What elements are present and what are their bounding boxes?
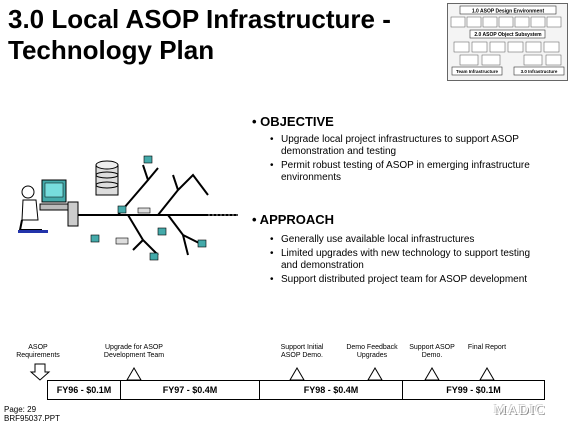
file-name: BRF95037.PPT (4, 414, 61, 423)
objective-list: Upgrade local project infrastructures to… (270, 134, 540, 186)
milestone-triangle-icon (479, 367, 495, 381)
overview-diagram: 1.0 ASOP Design Environment 2.0 ASOP Obj… (450, 5, 565, 76)
thumb-bottom-left: Team Infrastructure (456, 69, 498, 74)
fy-segment: FY97 - $0.4M (121, 381, 260, 399)
page-number: Page: 29 (4, 405, 37, 414)
madic-logo: MADIC (494, 403, 546, 418)
fiscal-year-timeline: FY96 - $0.1M FY97 - $0.4M FY98 - $0.4M F… (47, 380, 545, 400)
thumb-top-label: 1.0 ASOP Design Environment (472, 9, 545, 15)
milestone-triangle-icon (367, 367, 383, 381)
objective-heading: • OBJECTIVE (252, 114, 334, 129)
milestone-label: Support Initial ASOP Demo. (280, 344, 324, 359)
milestone-triangle-icon (289, 367, 305, 381)
database-icon (95, 160, 119, 196)
milestone-label: Support ASOP Demo. (409, 344, 455, 359)
title-line-2: Technology Plan (8, 35, 215, 65)
milestone-label: ASOP Requirements (16, 344, 60, 359)
slide-title: 3.0 Local ASOP Infrastructure - Technolo… (8, 4, 391, 66)
title-line-1: 3.0 Local ASOP Infrastructure - (8, 4, 391, 34)
thumb-bottom-right: 3.0 Infrastructure (521, 69, 558, 74)
fy-segment: FY96 - $0.1M (48, 381, 121, 399)
approach-heading: • APPROACH (252, 212, 335, 227)
list-item: Permit robust testing of ASOP in emergin… (270, 160, 540, 184)
milestone-label: Demo Feedback Upgrades (346, 344, 398, 359)
fy-segment: FY98 - $0.4M (260, 381, 403, 399)
list-item: Generally use available local infrastruc… (270, 234, 540, 246)
thumb-mid-label: 2.0 ASOP Object Subsystem (474, 32, 542, 38)
milestone-label: Upgrade for ASOP Development Team (103, 344, 165, 359)
footer: Page: 29 BRF95037.PPT (4, 405, 60, 423)
network-illustration (18, 155, 240, 261)
milestone-label: Final Report (467, 344, 507, 351)
overview-thumbnail: 1.0 ASOP Design Environment 2.0 ASOP Obj… (447, 3, 568, 81)
start-arrow-icon (29, 363, 51, 381)
list-item: Upgrade local project infrastructures to… (270, 134, 540, 158)
fy-segment: FY99 - $0.1M (446, 385, 501, 395)
list-item: Support distributed project team for ASO… (270, 274, 540, 286)
workstation-icons (90, 155, 207, 261)
milestone-triangle-icon (126, 367, 142, 381)
user-at-computer-icon (18, 179, 79, 233)
list-item: Limited upgrades with new technology to … (270, 248, 540, 272)
milestone-triangle-icon (424, 367, 440, 381)
milestone-markers (29, 363, 495, 381)
network-lines (78, 164, 238, 256)
approach-list: Generally use available local infrastruc… (270, 234, 540, 288)
